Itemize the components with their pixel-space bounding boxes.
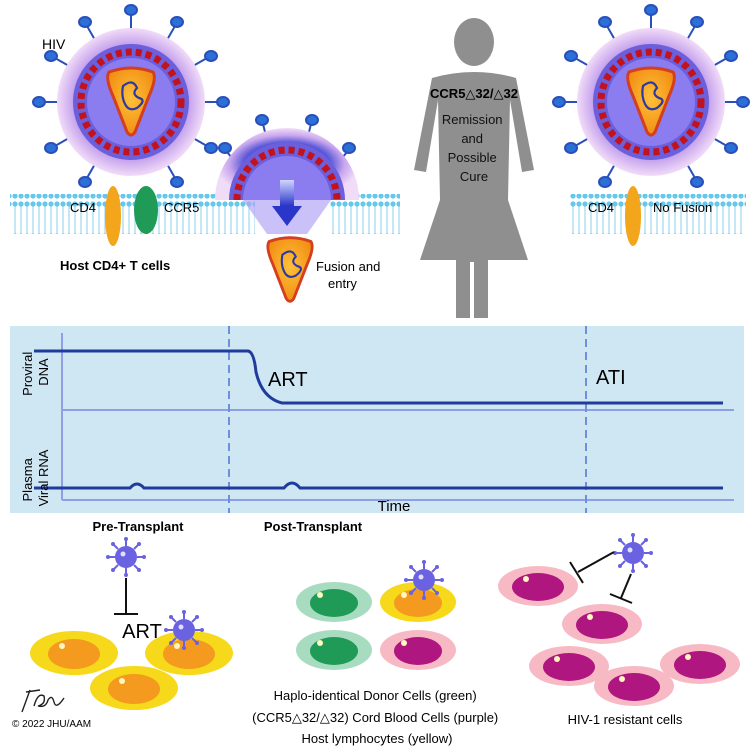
ati-chart-label: ATI xyxy=(596,367,626,389)
membrane-right xyxy=(570,194,746,234)
genotype-label: CCR5△32/△32 xyxy=(430,86,518,101)
art-treatment-label: ART xyxy=(122,621,162,643)
hiv-virion-left xyxy=(32,4,230,188)
pre-transplant-label: Pre-Transplant xyxy=(92,519,184,534)
host-cells-label: Host CD4+ T cells xyxy=(60,258,170,273)
time-label: Time xyxy=(378,498,411,515)
donor-cell-2 xyxy=(296,630,372,670)
cd4-label-left: CD4 xyxy=(70,200,96,215)
host-cell-2 xyxy=(90,666,178,710)
virus-icon-post xyxy=(403,559,445,601)
resistant-cell-4 xyxy=(594,666,674,706)
person-silhouette xyxy=(414,18,534,318)
hiv-label: HIV xyxy=(42,36,66,52)
post-transplant-label: Post-Transplant xyxy=(264,519,363,534)
resistant-cell-2 xyxy=(562,604,642,644)
remission-label: Remission and Possible Cure xyxy=(442,112,506,184)
inhibition-symbols-resistant xyxy=(569,551,633,604)
resistant-cell-3 xyxy=(529,646,609,686)
plasma-rna-curve xyxy=(34,481,723,490)
proviral-dna-curve xyxy=(34,349,723,405)
resistant-cell-1 xyxy=(498,566,578,606)
host-cell-3-infected xyxy=(145,631,233,675)
cd4-label-right: CD4 xyxy=(588,200,614,215)
cd4-receptor-right xyxy=(625,186,641,246)
membrane-fusion-right xyxy=(330,194,400,234)
cd4-receptor-left xyxy=(105,186,121,246)
donor-cell-1 xyxy=(296,582,372,622)
inhibition-symbol xyxy=(114,578,138,615)
art-chart-label: ART xyxy=(268,369,308,391)
ccr5-coreceptor xyxy=(134,186,158,234)
hiv-virion-right xyxy=(552,4,750,188)
copyright-label: © 2022 JHU/AAM xyxy=(12,719,91,730)
host-cell-1 xyxy=(30,631,118,675)
resistant-cell-5 xyxy=(660,644,740,684)
virus-icon-attached xyxy=(163,609,205,651)
proviral-dna-label: Proviral DNA xyxy=(20,348,51,396)
plasma-rna-label: Plasma Viral RNA xyxy=(20,449,51,506)
ccr5-label: CCR5 xyxy=(164,200,199,215)
resistant-caption: HIV-1 resistant cells xyxy=(568,712,683,727)
virus-icon xyxy=(105,536,147,578)
viral-capsid-entering xyxy=(266,236,314,303)
hiv-fusion-virion xyxy=(215,114,359,234)
virus-icon-resistant xyxy=(612,532,654,574)
cord-blood-cell xyxy=(380,630,456,670)
artist-signature xyxy=(21,689,65,713)
fusion-label: Fusion and entry xyxy=(316,259,384,291)
timeline-panel xyxy=(10,326,744,513)
no-fusion-label: No Fusion xyxy=(653,200,712,215)
donor-caption: Haplo-identical Donor Cells (green) (CCR… xyxy=(252,688,502,746)
